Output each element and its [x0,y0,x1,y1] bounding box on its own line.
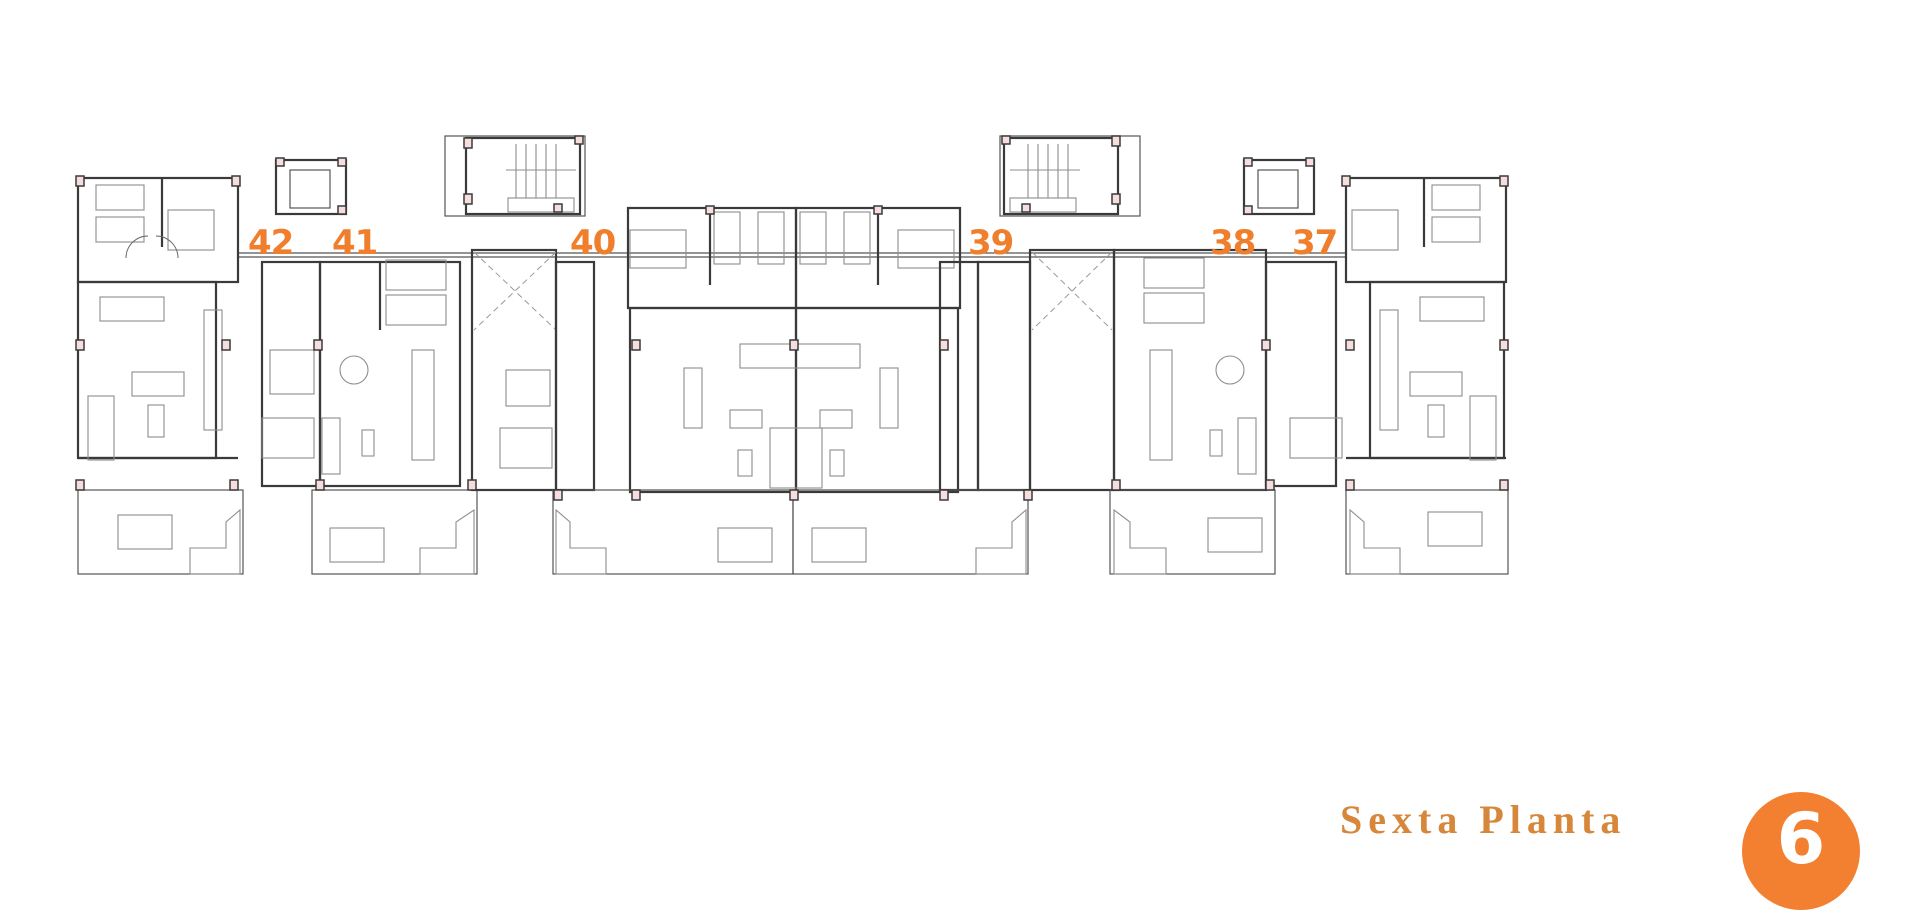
unit-38-terrace [1109,489,1276,575]
floor-title: Sexta Planta [1340,797,1627,842]
unit-label-40: 40 [570,223,616,263]
stair-core-right [999,135,1141,217]
unit-37-terrace [1345,489,1509,575]
unit-label-41: 41 [332,223,378,263]
unit-38-outline [1028,248,1268,492]
structural-columns [75,135,1509,501]
unit-37-outline [1264,176,1508,488]
lift-left [274,158,348,216]
unit-label-38: 38 [1210,223,1256,263]
unit-label-39: 39 [968,223,1014,263]
lift-right [1242,158,1316,216]
unit-label-42: 42 [248,223,294,263]
floor-plan-drawing [75,135,1509,575]
stair-core-left [444,135,586,217]
floor-number-badge: 6 [1742,792,1860,910]
corridor [238,252,1346,258]
unit-40-terrace [552,489,794,575]
unit-label-37: 37 [1292,223,1338,263]
unit-42-outline [76,176,240,461]
unit-39-terrace [792,489,1029,575]
unit-41-outline [260,259,462,488]
unit-42-terrace [77,489,244,575]
unit-41-terrace [311,489,478,575]
floor-number: 6 [1776,798,1826,880]
